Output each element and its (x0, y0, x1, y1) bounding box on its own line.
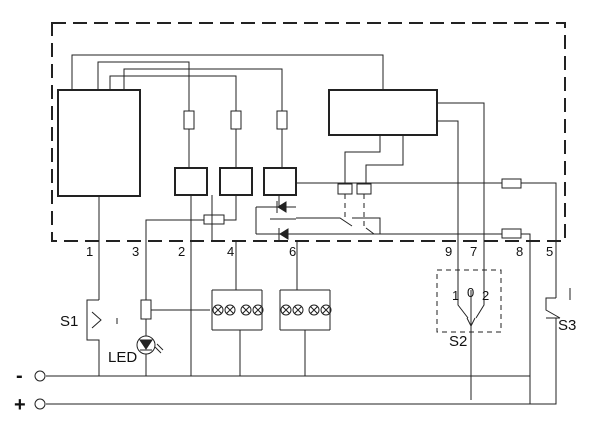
wire-terminal-5 (521, 182, 557, 298)
diode-icon (279, 228, 289, 240)
negative-supply-label: - (16, 365, 23, 387)
resistor-icon (140, 299, 152, 320)
switch-s2-housing (436, 269, 502, 333)
terminal-label-9: 9 (445, 244, 452, 259)
main-controller-block (57, 89, 141, 197)
wire-terminal-8 (521, 233, 531, 400)
positive-rail (46, 400, 557, 405)
negative-supply-terminal[interactable] (34, 370, 46, 382)
lamp-icon (292, 304, 304, 316)
positive-supply-label: + (14, 394, 26, 416)
label-led: LED (108, 349, 137, 366)
relay-coil-icon (356, 183, 372, 195)
label-s1: S1 (60, 313, 78, 330)
terminal-label-8: 8 (516, 244, 523, 259)
relay-coil-icon (174, 167, 208, 196)
resistor-icon (203, 214, 225, 225)
switch-icon (296, 217, 381, 234)
terminal-label-1: 1 (86, 244, 93, 259)
relay-coil-icon (337, 183, 353, 195)
positive-supply-terminal[interactable] (34, 398, 46, 410)
s2-position-1: 1 (452, 288, 459, 303)
lamp-icon (240, 304, 252, 316)
relay-coil-icon (263, 167, 297, 196)
wire-terminal-3 (145, 219, 204, 241)
s2-position-0: 0 (467, 285, 474, 300)
terminal-label-4: 4 (227, 244, 234, 259)
lamp-bank-sides (211, 290, 331, 330)
terminal-label-2: 2 (178, 244, 185, 259)
switch-s1 (86, 299, 118, 376)
terminal-label-6: 6 (289, 244, 296, 259)
s2-position-2: 2 (482, 288, 489, 303)
resistor-icon (276, 110, 288, 130)
terminal-label-5: 5 (546, 244, 553, 259)
switch-icon (365, 227, 375, 235)
relay-coil-icon (219, 167, 253, 196)
resistor-icon (501, 178, 522, 189)
lamp-bank-rails (212, 289, 330, 331)
wire-s2-pos1 (457, 241, 469, 319)
lamp-icon (308, 304, 320, 316)
wire-module-relay-a (344, 135, 381, 184)
lamp-icon (320, 304, 332, 316)
terminal-label-7: 7 (470, 244, 477, 259)
wire-s2-pos2 (475, 241, 485, 319)
label-s2: S2 (449, 333, 467, 350)
s2-wiper-icon (466, 317, 476, 328)
resistor-icon (501, 228, 522, 239)
switch-s3 (545, 288, 571, 400)
lamp-icon (224, 304, 236, 316)
label-s3: S3 (558, 317, 576, 334)
terminal-label-3: 3 (132, 244, 139, 259)
wire-module-relay-b (365, 135, 404, 184)
wire-terminal-9 (437, 120, 459, 241)
resistor-icon (230, 110, 242, 130)
wire-terminal-7 (437, 102, 485, 241)
lamp-icon (252, 304, 264, 316)
led-icon (136, 335, 164, 355)
control-unit-housing (51, 22, 566, 242)
lamp-icon (280, 304, 292, 316)
diode-icon (277, 201, 287, 213)
secondary-module-block (328, 89, 438, 136)
resistor-icon (183, 110, 195, 130)
lamp-icon (212, 304, 224, 316)
